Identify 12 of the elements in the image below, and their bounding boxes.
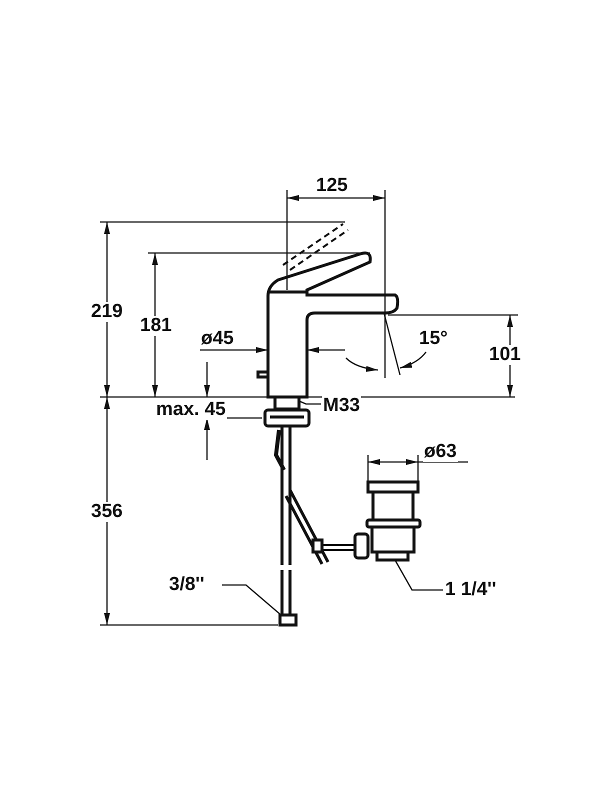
dimension-label: max. 45 xyxy=(155,400,227,420)
drain-tailpiece xyxy=(376,550,410,562)
dimension-label: 101 xyxy=(488,345,522,365)
dimension-label: 219 xyxy=(90,302,124,322)
dimension-label: ø63 xyxy=(423,442,458,462)
dimension-label: 181 xyxy=(139,316,173,336)
hose-fitting xyxy=(278,614,298,626)
leader-line xyxy=(222,584,282,616)
leader-line xyxy=(298,400,321,405)
leader-line xyxy=(394,560,443,591)
dimension-label: 356 xyxy=(90,502,124,522)
thread-connector xyxy=(274,396,300,410)
